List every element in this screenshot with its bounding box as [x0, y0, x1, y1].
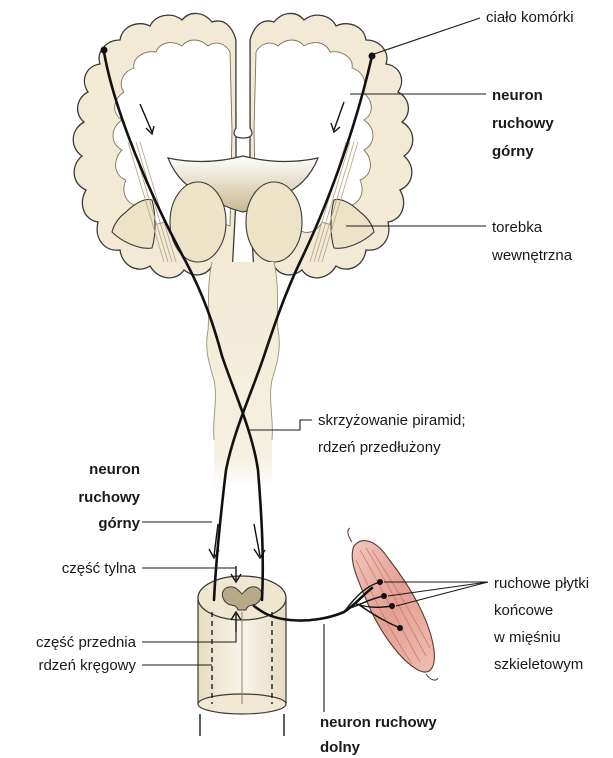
label-motor-end-plates-1: ruchowe płytki: [494, 575, 589, 592]
label-lower-motor-neuron-2: dolny: [320, 739, 361, 756]
label-anterior-part: część przednia: [36, 634, 137, 651]
label-upper-motor-neuron-right-3: górny: [492, 143, 534, 160]
label-internal-capsule-2: wewnętrzna: [491, 247, 573, 264]
label-spinal-cord: rdzeń kręgowy: [38, 657, 136, 674]
label-upper-motor-neuron-left-2: ruchowy: [78, 489, 140, 506]
label-decussation-1: skrzyżowanie piramid;: [318, 412, 466, 429]
label-upper-motor-neuron-left-3: górny: [98, 515, 140, 532]
label-upper-motor-neuron-right-1: neuron: [492, 87, 543, 104]
label-motor-end-plates-4: szkieletowym: [494, 656, 583, 673]
label-motor-end-plates-3: w mięśniu: [493, 629, 561, 646]
longitudinal-fissure: [234, 40, 252, 138]
left-cell-body: [101, 47, 108, 54]
label-upper-motor-neuron-right-2: ruchowy: [492, 115, 554, 132]
label-decussation-2: rdzeń przedłużony: [318, 439, 441, 456]
label-cell-body: ciało komórki: [486, 9, 574, 26]
brainstem: [207, 262, 280, 490]
label-motor-end-plates-2: końcowe: [494, 602, 553, 619]
label-internal-capsule-1: torebka: [492, 219, 543, 236]
right-thalamus: [246, 182, 302, 262]
label-upper-motor-neuron-left-1: neuron: [89, 461, 140, 478]
label-posterior-part: część tylna: [62, 560, 137, 577]
label-lower-motor-neuron-1: neuron ruchowy: [320, 714, 437, 731]
spinal-cord: [198, 576, 286, 736]
